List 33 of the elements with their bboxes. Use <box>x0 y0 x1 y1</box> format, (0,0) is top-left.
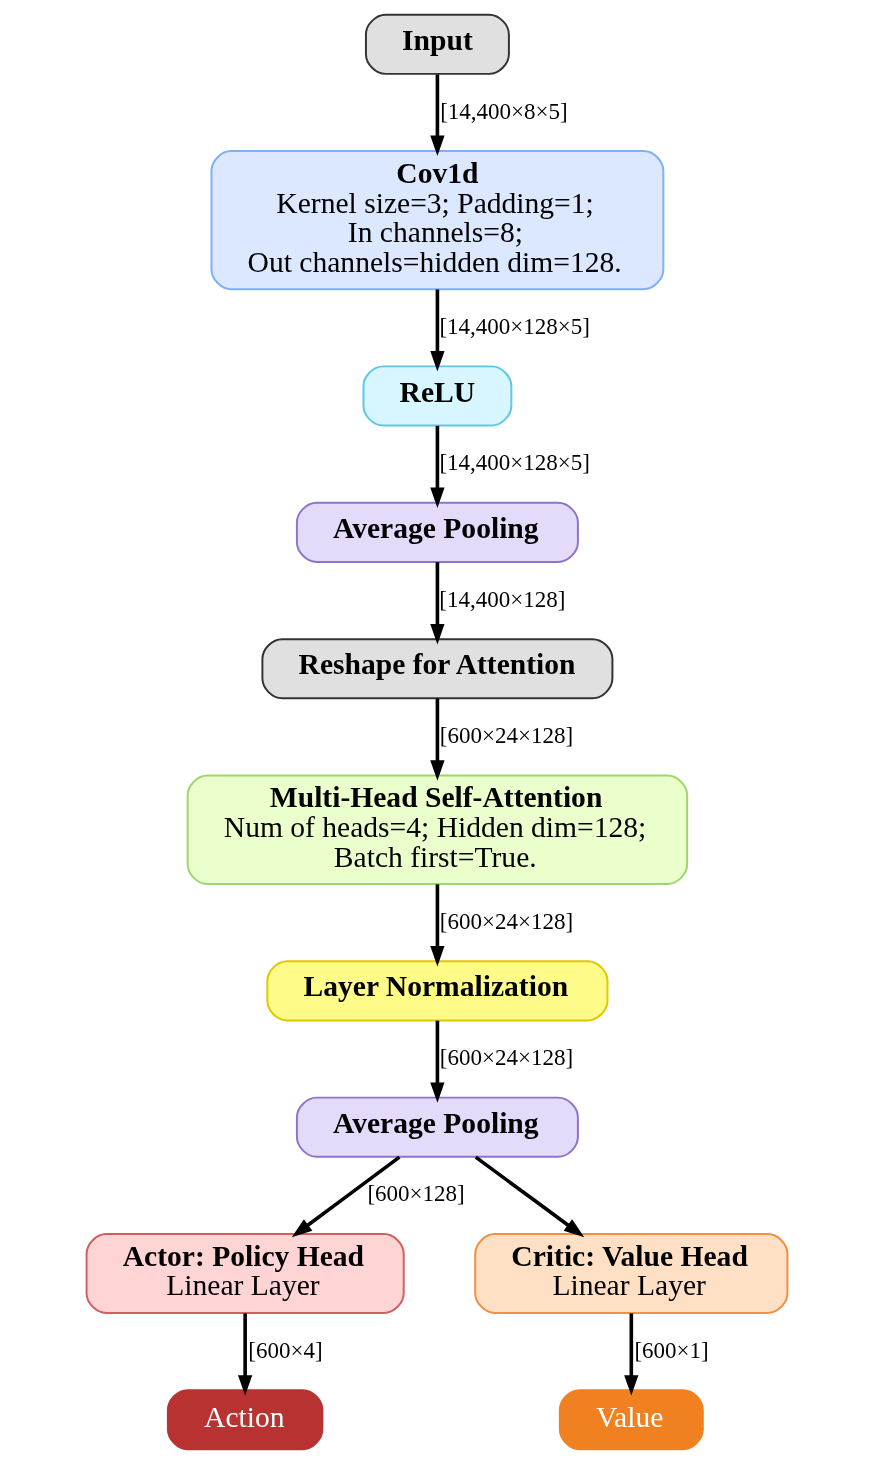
edge-label: [600×24×128] <box>439 723 573 749</box>
edge-label: [14,400×128×5] <box>438 450 590 476</box>
edge-label: [14,400×128×5] <box>438 313 590 339</box>
node-box: Input <box>364 13 510 75</box>
node-box: Value <box>558 1389 704 1451</box>
arrow <box>429 74 445 156</box>
edge-label: [600×24×128] <box>439 1045 573 1071</box>
node-box: Cov1d Kernel size=3; Padding=1; In channels=8; Out channels=hidden dim=128. <box>209 150 664 291</box>
arrow <box>429 562 445 645</box>
node-box: Actor: Policy Head Linear Layer <box>85 1233 405 1314</box>
arrow <box>429 698 445 781</box>
edge-label: [14,400×8×5] <box>439 98 568 124</box>
edge-label: [600×128] <box>366 1181 465 1207</box>
arrow <box>429 289 445 372</box>
edge-label: [600×4] <box>247 1337 323 1363</box>
arrow <box>291 1155 400 1238</box>
node-box: Critic: Value Head Linear Layer <box>473 1233 788 1314</box>
edge-label: [14,400×128] <box>438 586 565 612</box>
node-box: Reshape for Attention <box>260 638 613 700</box>
node-box: ReLU <box>361 365 512 427</box>
node-box: Multi-Head Self-Attention Num of heads=4; Hidden dim=128; Batch first=True. <box>186 774 688 885</box>
arrow <box>237 1313 252 1396</box>
node-box: Average Pooling <box>295 501 579 563</box>
node-box: Layer Normalization <box>265 960 608 1022</box>
arrow <box>474 1155 584 1238</box>
arrow <box>429 1020 445 1103</box>
arrow <box>623 1313 638 1396</box>
node-box: Average Pooling <box>295 1096 579 1158</box>
arrow <box>429 884 445 967</box>
node-box: Action <box>166 1389 323 1451</box>
edge-label: [600×24×128] <box>439 908 573 934</box>
arrow <box>429 425 445 508</box>
edge-label: [600×1] <box>633 1337 709 1363</box>
